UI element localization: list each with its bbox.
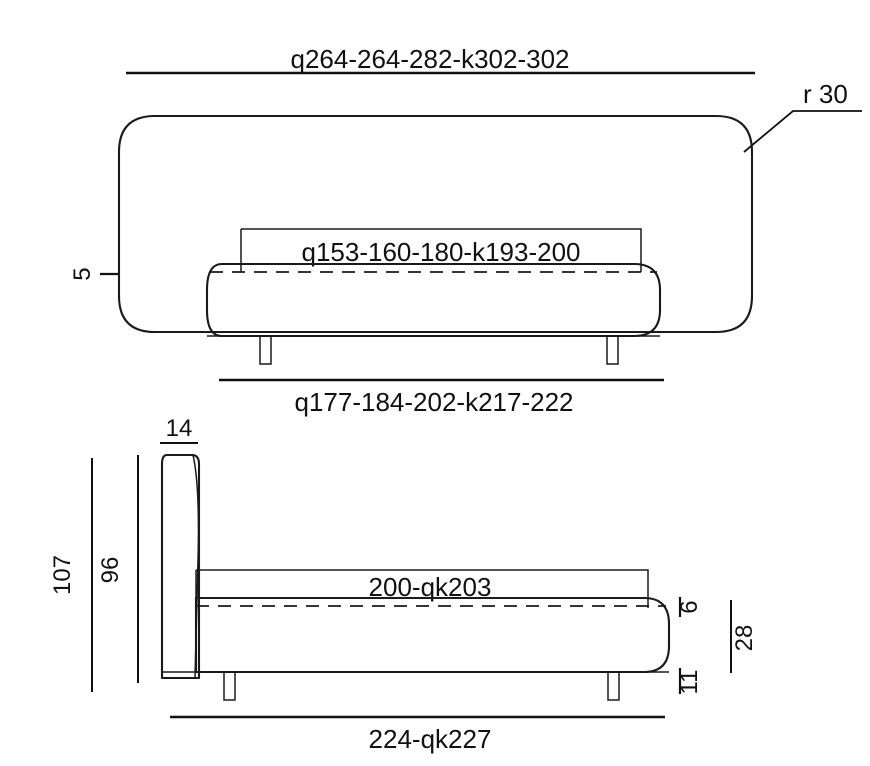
headboard-side-outline	[160, 453, 201, 680]
mattress-width-label: q153-160-180-k193-200	[302, 237, 581, 267]
total-height-label: 107	[49, 555, 76, 595]
mattress-thickness-label: 6	[676, 600, 703, 613]
corner-radius-leader-line	[743, 110, 862, 153]
overall-length-label: 224-qk227	[369, 724, 492, 754]
leg-left-side	[223, 672, 236, 701]
leg-left-front	[259, 336, 272, 365]
side-elevation-view: 14 107 96 200-qk203 6	[49, 415, 758, 754]
base-height-label: 28	[731, 625, 758, 652]
bed-body-side-outline	[194, 596, 671, 674]
bed-outer-outline	[117, 114, 754, 334]
headboard-side-inner-line	[192, 454, 200, 679]
front-elevation-view: q264-264-282-k302-302 r 30 5 q153-160-18…	[69, 44, 862, 417]
bed-base-outline	[205, 262, 662, 338]
headboard-height-label: 96	[97, 557, 124, 584]
leg-height-label: 11	[676, 670, 703, 695]
leg-right-side	[607, 672, 620, 701]
left-edge-label: 5	[69, 267, 96, 280]
corner-radius-label: r 30	[803, 79, 848, 109]
leg-right-front	[606, 336, 619, 365]
overall-width-label: q264-264-282-k302-302	[291, 44, 570, 74]
base-width-label: q177-184-202-k217-222	[295, 387, 574, 417]
headboard-thickness-label: 14	[166, 415, 193, 442]
